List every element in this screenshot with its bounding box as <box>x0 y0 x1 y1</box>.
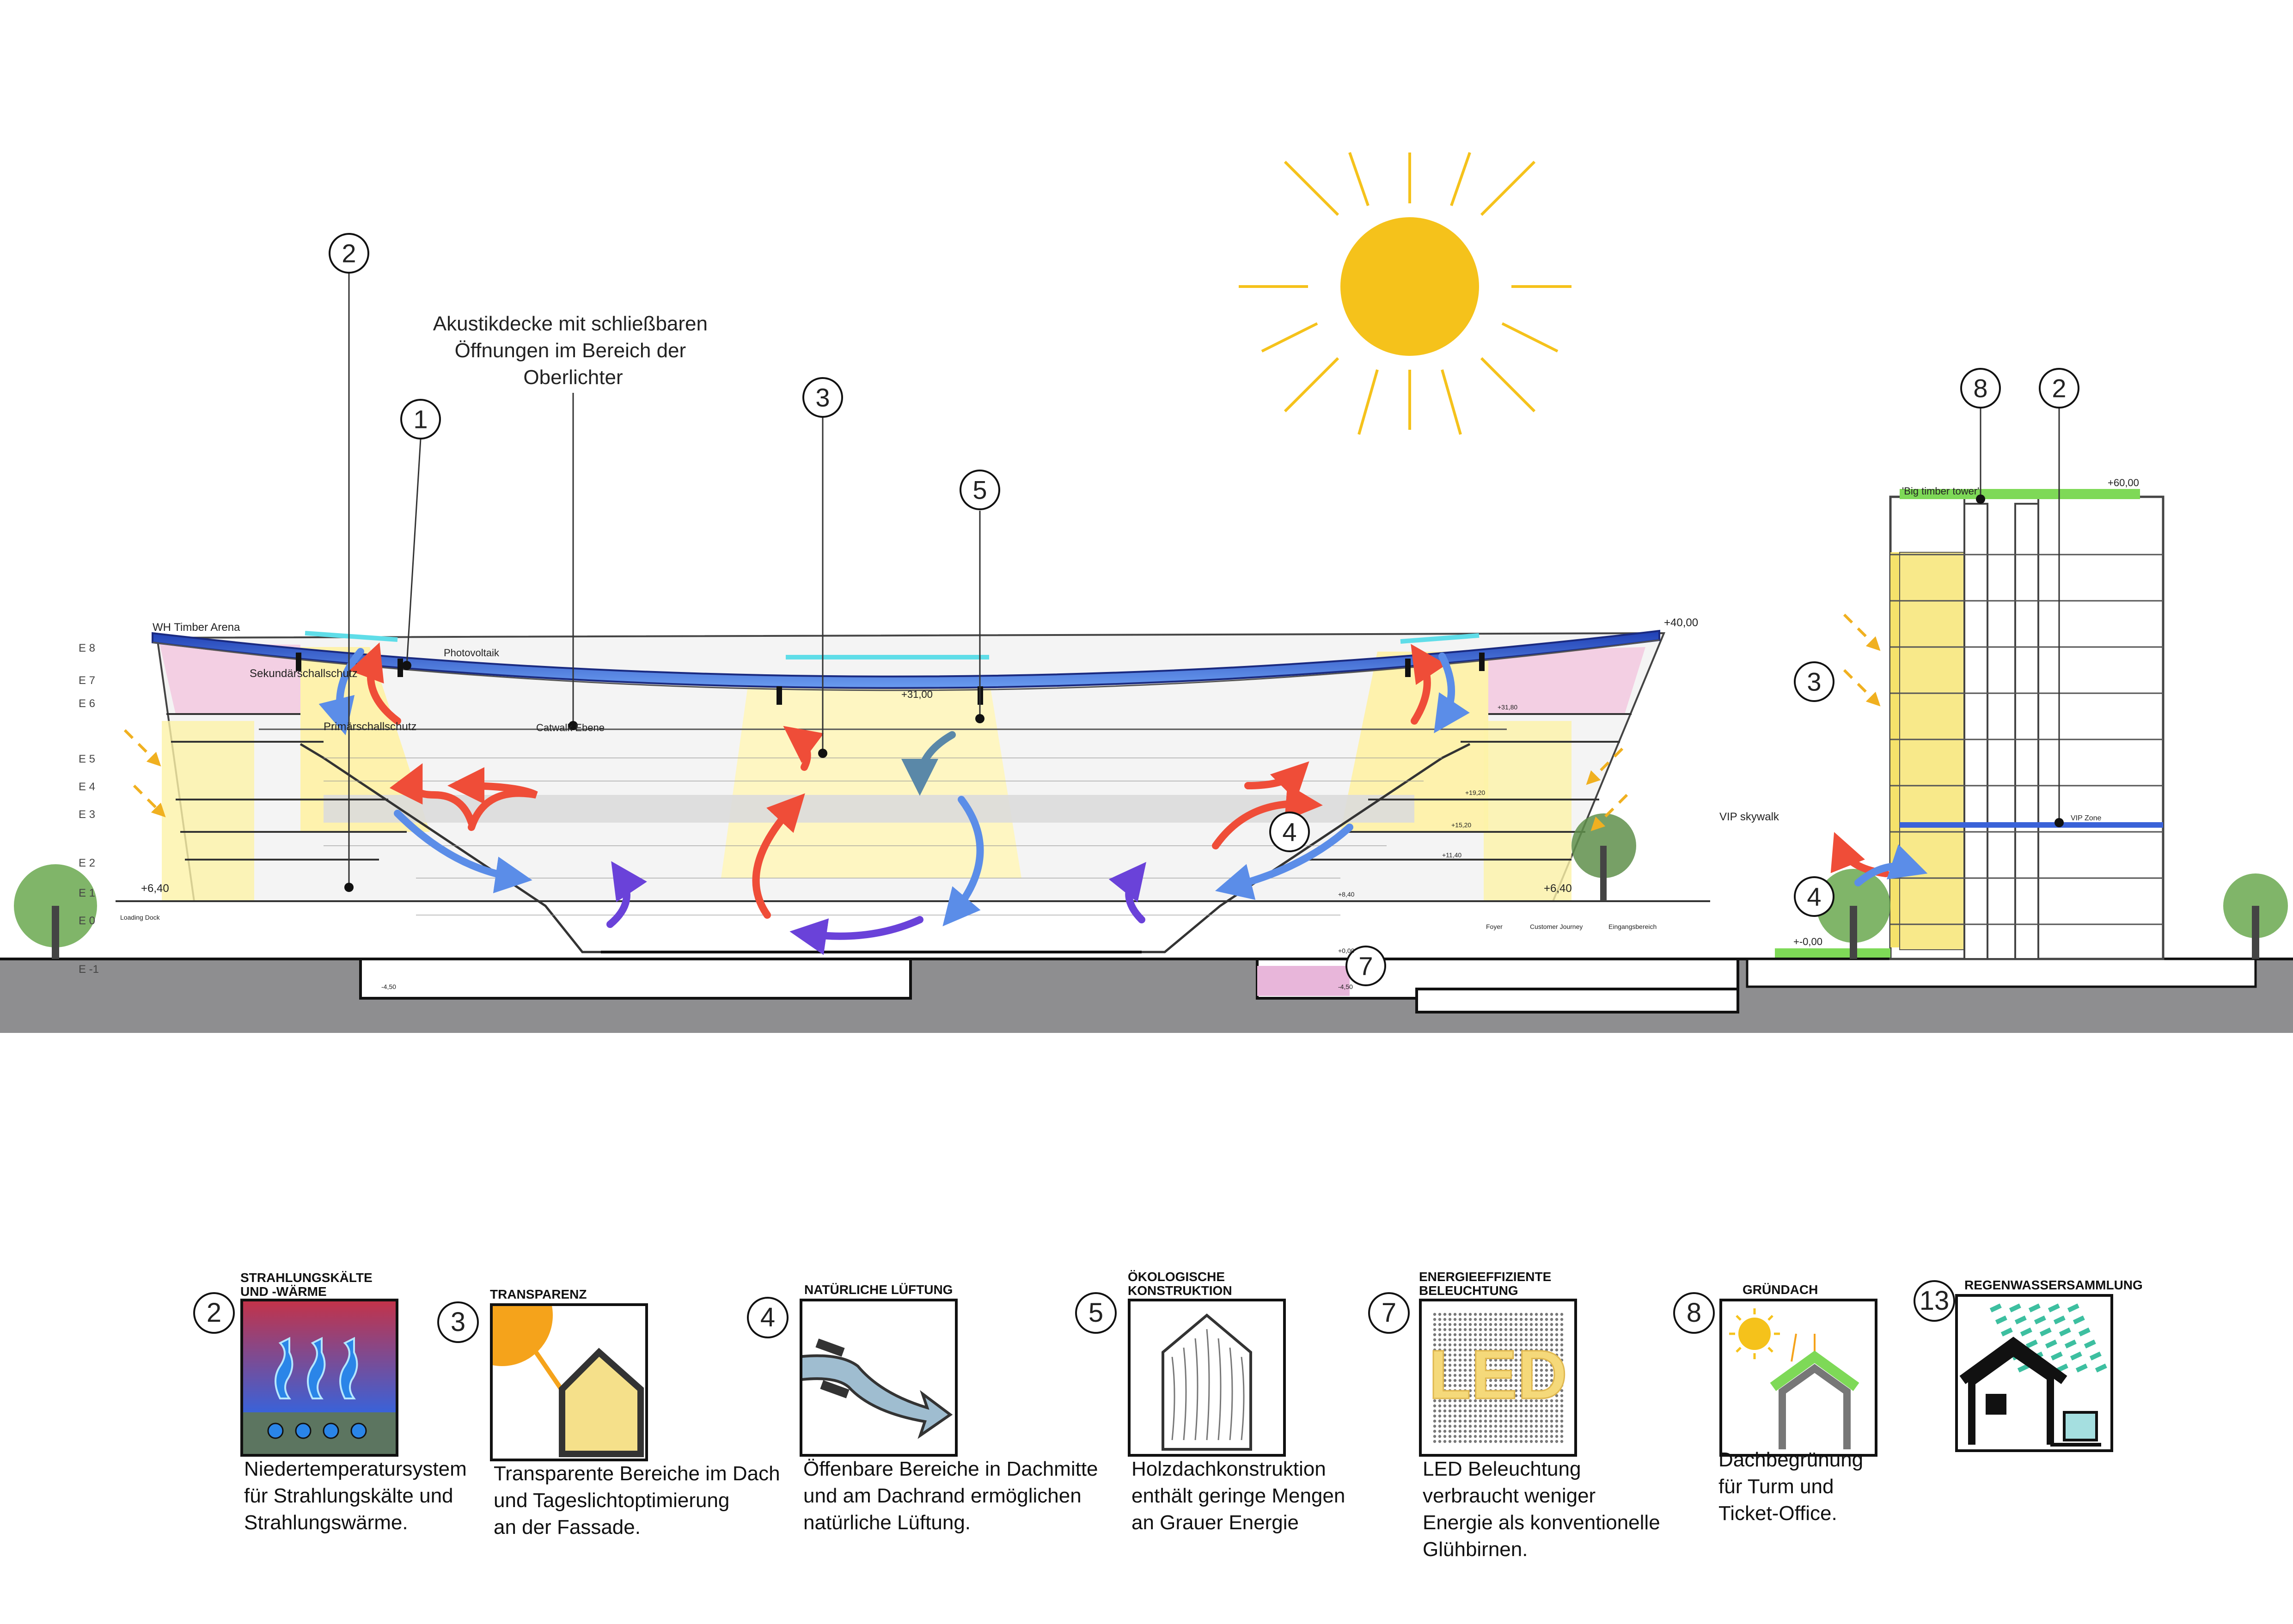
level-right-ground: +6,40 <box>1544 882 1572 895</box>
radiant-heating-icon <box>240 1299 398 1457</box>
floor-label: E 8 <box>79 642 95 654</box>
level-lower-left: -4,50 <box>381 983 396 990</box>
acoustic-ceiling-note: Akustikdecke mit schließbaren Öffnungen … <box>433 312 713 389</box>
callouts <box>329 233 2079 986</box>
floor-label: E 5 <box>79 753 95 765</box>
callout-3-center: 3 <box>815 383 830 412</box>
ventilation-arrow-icon <box>800 1299 958 1457</box>
loading-dock-label: Loading Dock <box>120 914 160 921</box>
callout-8-tower: 8 <box>1973 374 1987 403</box>
secondary-acoustic-label: Sekundärschallschutz <box>250 667 357 680</box>
legend-desc: LED Beleuchtung verbraucht weniger Energ… <box>1423 1458 1660 1561</box>
green-roof-icon <box>1719 1299 1877 1457</box>
seating-left <box>300 743 601 953</box>
legend-desc: Dachbegrünung für Turm und Ticket-Office… <box>1718 1448 1864 1525</box>
level-roof: +40,00 <box>1664 617 1698 629</box>
level-tag-4: +11,40 <box>1442 851 1461 859</box>
sun-icon <box>1239 152 1571 435</box>
vip-zone-label: VIP Zone <box>2071 814 2102 822</box>
daylight-house-icon <box>490 1303 648 1461</box>
callout-4-arena: 4 <box>1282 818 1296 847</box>
big-tower-label: 'Big timber tower' <box>1902 485 1979 497</box>
floor-label: E 1 <box>79 887 95 899</box>
callout-7: 7 <box>1358 952 1373 981</box>
legend-num: 8 <box>1673 1292 1715 1334</box>
legend-head: REGENWASSERSAMMLUNG <box>1964 1278 2143 1292</box>
level-tower-ground: +-0,00 <box>1793 936 1822 947</box>
legend-desc: Holzdachkonstruktion enthält geringe Men… <box>1131 1458 1345 1534</box>
legend-head: ÖKOLOGISCHE KONSTRUKTION <box>1128 1270 1232 1298</box>
primary-acoustic-label: Primärschallschutz <box>324 720 416 733</box>
floor-label: E 0 <box>79 915 95 927</box>
legend-num: 7 <box>1368 1292 1410 1334</box>
timber-house-icon <box>1128 1299 1286 1457</box>
callout-2-tower: 2 <box>2052 374 2066 403</box>
led-text: LED <box>1429 1336 1567 1413</box>
level-tower-top: +60,00 <box>2108 477 2139 488</box>
tower-green-roof <box>1900 489 2140 499</box>
basement-left <box>359 958 912 1000</box>
floor-label: E 7 <box>79 674 95 687</box>
rainwater-icon <box>1955 1294 2113 1452</box>
level-left-ground: +6,40 <box>141 882 169 895</box>
level-lower-right: -4,50 <box>1338 983 1353 990</box>
floor-label: E 6 <box>79 697 95 710</box>
legend-num: 3 <box>437 1301 479 1343</box>
legend-desc: Öffenbare Bereiche in Dachmitte und am D… <box>803 1458 1098 1534</box>
legend-num: 4 <box>747 1297 789 1338</box>
level-tag-1: +31,80 <box>1498 703 1517 711</box>
arena-label: WH Timber Arena <box>153 621 240 634</box>
tower-basement <box>1746 958 2257 988</box>
legend-head: GRÜNDACH <box>1743 1282 1818 1297</box>
callout-5: 5 <box>972 476 987 505</box>
level-mid-roof: +31,00 <box>901 689 933 700</box>
callout-1: 1 <box>413 405 428 434</box>
catwalk-label: Catwalk Ebene <box>536 722 605 733</box>
floor-index: E 8 E 7 E 6 E 5 E 4 E 3 E 2 E 1 E 0 E -1 <box>79 642 99 976</box>
plaza-green-roof <box>1775 948 1890 958</box>
floor-label: E 3 <box>79 808 95 821</box>
trees <box>14 813 2288 959</box>
legend-desc: Transparente Bereiche im Dach und Tagesl… <box>494 1462 780 1539</box>
legend-head: ENERGIEEFFIZIENTE BELEUCHTUNG <box>1419 1270 1552 1298</box>
callout-3-tower: 3 <box>1807 667 1821 696</box>
legend-num: 2 <box>193 1292 235 1334</box>
level-tag-6: +0,00 <box>1338 947 1355 954</box>
floor-label: E -1 <box>79 963 99 976</box>
legend-head: STRAHLUNGSKÄLTE UND -WÄRME <box>240 1270 373 1299</box>
legend-desc: Niedertemperatursystem für Strahlungskäl… <box>244 1458 467 1534</box>
legend-num: 13 <box>1914 1280 1955 1322</box>
callout-4-tower: 4 <box>1807 882 1821 911</box>
vip-skywalk-label: VIP skywalk <box>1719 811 1779 823</box>
legend-num: 5 <box>1075 1292 1117 1334</box>
entrance-label: Eingangsbereich <box>1608 923 1657 930</box>
callout-2-left: 2 <box>342 239 356 268</box>
floor-slabs <box>116 713 1710 902</box>
photovoltaic-label: Photovoltaik <box>444 647 500 659</box>
airflow-arrows <box>318 642 1928 955</box>
led-icon: LED <box>1419 1299 1577 1457</box>
legend-head: TRANSPARENZ <box>490 1287 587 1301</box>
customer-journey-label: Customer Journey <box>1530 923 1583 930</box>
level-tag-2: +19,20 <box>1465 789 1485 796</box>
level-tag-3: +15,20 <box>1451 821 1471 829</box>
floor-label: E 4 <box>79 781 95 793</box>
seating-right <box>1142 743 1471 953</box>
floor-label: E 2 <box>79 857 95 869</box>
level-tag-5: +8,40 <box>1338 891 1355 898</box>
foyer-label: Foyer <box>1486 923 1503 930</box>
legend-head: NATÜRLICHE LÜFTUNG <box>804 1282 953 1297</box>
skylights <box>305 631 1480 659</box>
